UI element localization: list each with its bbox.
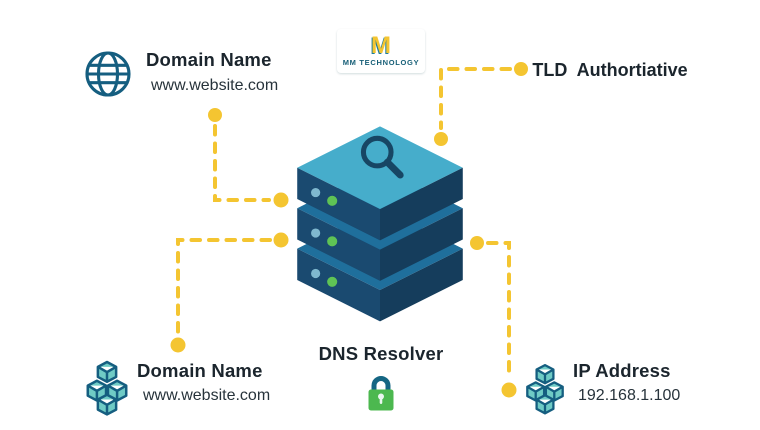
server-status-dot (311, 228, 321, 238)
connector-endpoint-dot (273, 192, 289, 208)
logo-card: M MM TECHNOLOGY (337, 29, 425, 73)
server-layer (297, 126, 463, 241)
tld-label: TLD Authortiative (532, 59, 688, 80)
bokeh-dot (538, 6, 558, 26)
ip-address-label: IP Address (573, 360, 671, 381)
lock-icon (368, 376, 394, 411)
connector-endpoint-dot (273, 232, 289, 248)
bokeh-dot (723, 81, 737, 95)
bokeh-dot (412, 364, 428, 380)
node-tld-authoritative: TLD Authortiative (529, 56, 691, 84)
server-status-dot (311, 187, 321, 198)
domain-name-top-value: www.website.com (142, 72, 278, 99)
magnifier-icon (360, 135, 404, 179)
connector-endpoint-dot (470, 236, 484, 250)
globe-icon (85, 51, 131, 97)
domain-name-bottom-value: www.website.com (134, 383, 270, 409)
dns-resolver-label: DNS Resolver (318, 343, 444, 364)
bokeh-dot (244, 326, 256, 338)
connector-endpoint-dot (514, 62, 528, 76)
bokeh-dot (313, 395, 331, 413)
bokeh-dot (67, 193, 89, 215)
connector-domain-top-to-resolver (213, 124, 271, 202)
cubes-icon (86, 360, 128, 416)
bokeh-dot (630, 168, 650, 188)
domain-name-top-label: Domain Name (146, 49, 272, 70)
bokeh-dot (150, 140, 170, 160)
connector-endpoint-dot (170, 337, 186, 353)
bokeh-dot (593, 409, 607, 423)
bokeh-dot (214, 104, 230, 120)
server-status-dot (311, 268, 321, 279)
ip-address-value: 192.168.1.100 (569, 383, 680, 409)
connector-endpoint-dot (501, 382, 517, 398)
cubes-icon (526, 363, 564, 415)
bokeh-dot (19, 137, 33, 151)
bokeh-dot (20, 21, 24, 25)
logo-company-name: MM TECHNOLOGY (342, 58, 420, 67)
connector-endpoint-dot (208, 108, 222, 122)
server-status-dot (327, 276, 338, 287)
connector-resolver-to-domain-bottom (176, 238, 272, 336)
logo-monogram: M (371, 32, 391, 59)
bokeh-dot (9, 27, 15, 33)
connector-resolver-to-ip (486, 241, 511, 381)
server-status-dot (327, 195, 338, 206)
server-status-dot (327, 236, 338, 247)
dns-server-illustration (297, 126, 463, 322)
domain-name-bottom-label: Domain Name (137, 360, 263, 381)
bokeh-dot (682, 288, 706, 312)
